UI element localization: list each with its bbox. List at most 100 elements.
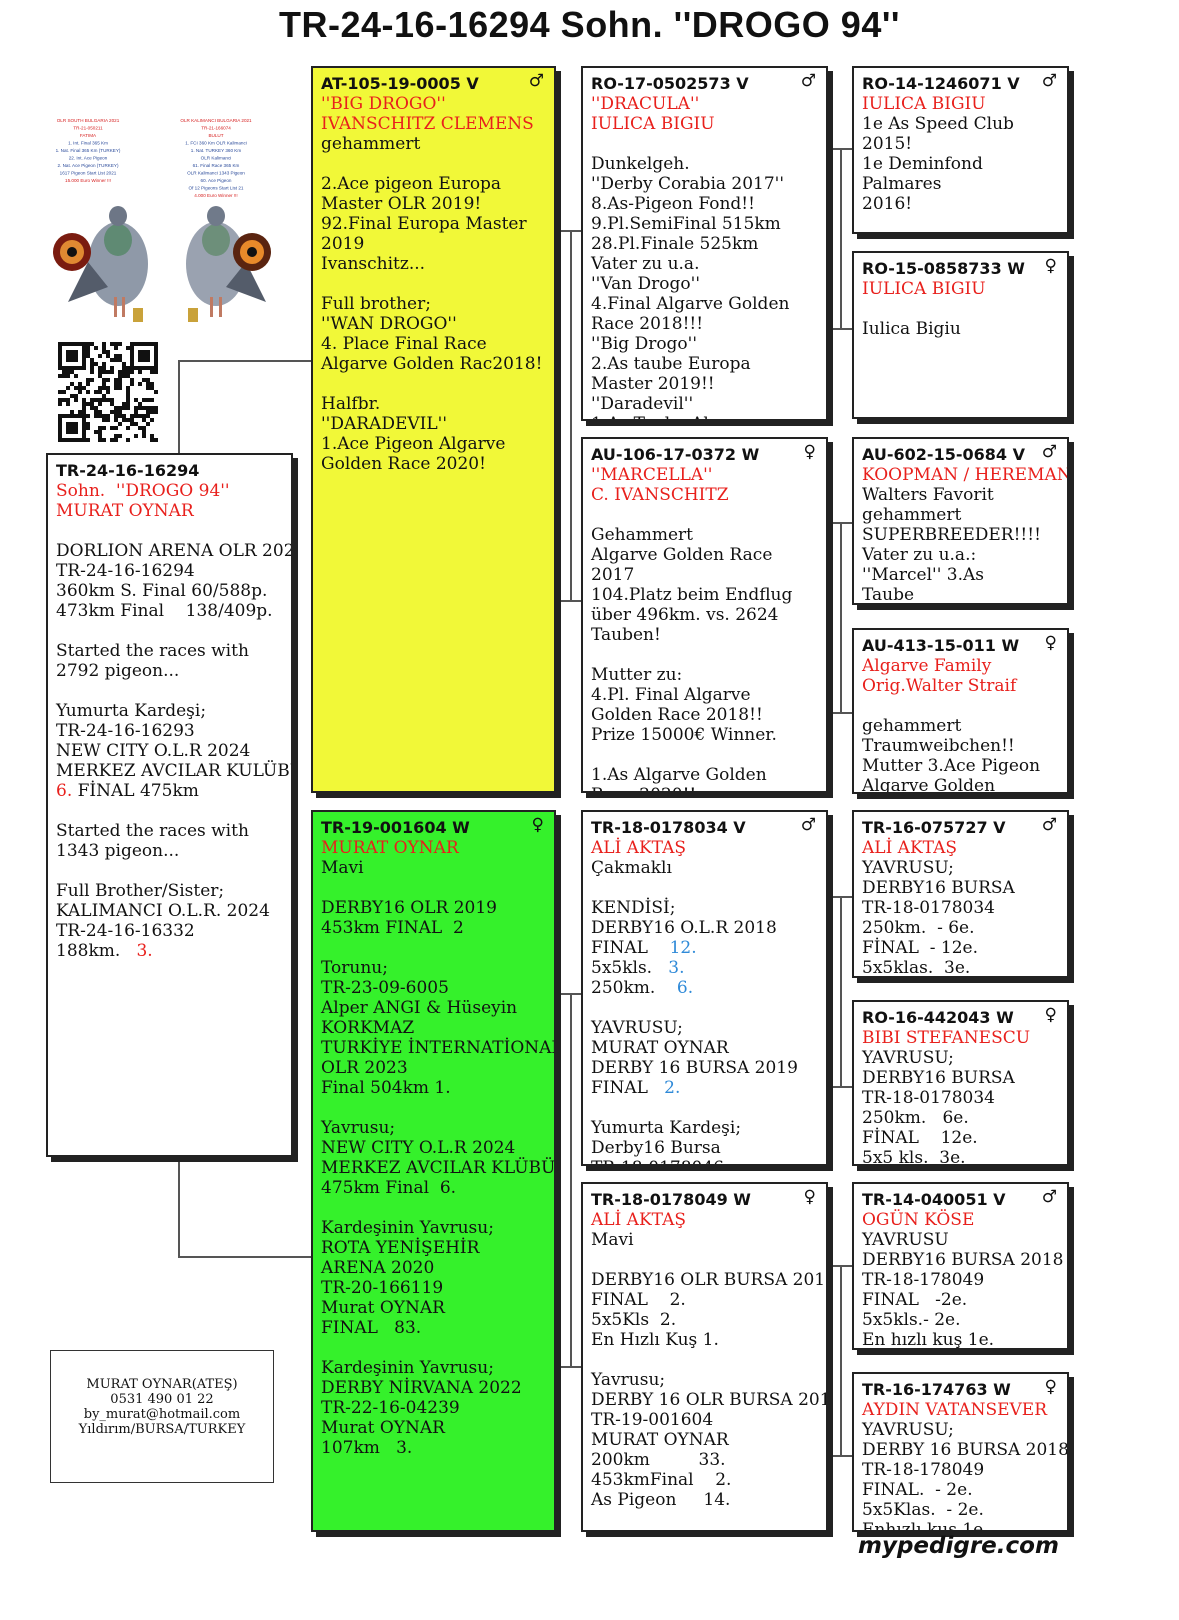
detail-line: 1.As Taube Algarve xyxy=(591,414,818,419)
ring-number: RO-14-1246071 V xyxy=(862,74,1020,93)
detail-line: Derby16 Bursa xyxy=(591,1138,721,1158)
photo-card-line: 61. Final Race 365 Km xyxy=(193,163,240,168)
detail-line xyxy=(321,1098,546,1118)
ring-number: AU-413-15-011 W xyxy=(862,636,1020,655)
detail-line xyxy=(591,1250,818,1270)
breeder-name: MURAT OYNAR xyxy=(56,501,194,521)
detail-line: Enhızlı kuş 1e. xyxy=(862,1520,989,1532)
breeder-name: IVANSCHITZ CLEMENS xyxy=(321,114,534,134)
detail-line: Gehammert xyxy=(591,525,693,545)
detail-line: Alper ANGI & Hüseyin xyxy=(321,998,518,1018)
sire-dam-box: AU-106-17-0372 W♀''MARCELLA''C. IVANSCHI… xyxy=(581,437,828,793)
detail-line: Algarve Golden Rac2018! xyxy=(321,354,543,374)
detail-line: DERBY 16 OLR BURSA 2019 xyxy=(591,1390,828,1410)
detail-line: NEW CITY O.L.R 2024 xyxy=(56,741,251,761)
detail-line: DERBY 16 BURSA 2019 xyxy=(591,1058,798,1078)
male-sex-icon: ♂ xyxy=(800,71,816,91)
detail-line: Palmares xyxy=(862,174,942,194)
contact-phone: 0531 490 01 22 xyxy=(110,1392,214,1407)
detail-line: 250km. 6e. xyxy=(862,1108,969,1128)
detail-line xyxy=(591,505,818,525)
ring-number: TR-24-16-16294 xyxy=(56,461,200,480)
detail-line: Algarve Golden Race xyxy=(591,545,773,565)
detail-line: TR-18-0178034 xyxy=(862,1088,995,1108)
detail-line: 107km 3. xyxy=(321,1438,413,1458)
detail-line: 1.Ace Pigeon Algarve xyxy=(321,434,506,454)
detail-line: 2019 xyxy=(321,234,365,254)
pigeon-name: IULICA BIGIU xyxy=(862,94,986,114)
detail-line: 5x5klas. 3e. xyxy=(862,958,971,978)
contact-email: by_murat@hotmail.com xyxy=(83,1407,241,1422)
detail-line xyxy=(321,374,546,394)
detail-line: 1.As Algarve Golden xyxy=(591,765,767,785)
detail-line: Torunu; xyxy=(321,958,388,978)
male-sex-icon: ♂ xyxy=(1041,1187,1057,1207)
detail-line: Started the races with xyxy=(56,821,249,841)
detail-line: DORLION ARENA OLR 2024 xyxy=(56,541,293,561)
pigeon-name: ''MARCELLA'' xyxy=(591,465,713,485)
detail-line: 28.Pl.Finale 525km xyxy=(591,234,759,254)
detail-line: 475km Final 6. xyxy=(321,1178,457,1198)
detail-line: ROTA YENİŞEHİR xyxy=(321,1238,480,1258)
detail-line: TURKİYE İNTERNATİONAL xyxy=(321,1038,556,1058)
detail-line: gehammert xyxy=(862,716,962,736)
female-sex-icon: ♀ xyxy=(1044,1377,1057,1397)
detail-line: Golden Race 2018!! xyxy=(591,705,763,725)
photo-card-line: TR-21-166074 xyxy=(201,126,231,131)
detail-line: 2016! xyxy=(862,194,913,214)
footer-brand[interactable]: mypedigre.com xyxy=(858,1533,1059,1559)
pigeon-name: Sohn. ''DROGO 94'' xyxy=(56,481,230,501)
detail-line: Murat OYNAR xyxy=(321,1418,445,1438)
pigeon-name: OGÜN KÖSE xyxy=(862,1210,975,1230)
contact-name: MURAT OYNAR(ATEŞ) xyxy=(86,1377,238,1392)
detail-line: 2017 xyxy=(591,565,635,585)
detail-line xyxy=(56,521,283,541)
detail-line: 2792 pigeon... xyxy=(56,661,180,681)
sire-box: AT-105-19-0005 V♂''BIG DROGO''IVANSCHITZ… xyxy=(311,66,556,793)
detail-line: 473km Final 138/409p. xyxy=(56,601,273,621)
detail-line: ''Van Drogo'' xyxy=(591,274,701,294)
detail-line: FINAL 83. xyxy=(321,1318,422,1338)
pigeon-name: ALİ AKTAŞ xyxy=(591,1210,686,1230)
detail-line: DERBY16 OLR BURSA 2018 xyxy=(591,1270,828,1290)
female-sex-icon: ♀ xyxy=(1044,633,1057,653)
detail-line: MURAT OYNAR xyxy=(591,1430,729,1450)
ring-number: TR-14-040051 V xyxy=(862,1190,1006,1209)
pigeon-name: IULICA BIGIU xyxy=(862,279,986,299)
detail-line: MURAT OYNAR xyxy=(591,1038,729,1058)
detail-line: 5x5 kls. 3e. xyxy=(862,1148,966,1166)
detail-line: YAVRUSU; xyxy=(591,1018,683,1038)
female-sex-icon: ♀ xyxy=(803,442,816,462)
breeder-contact: MURAT OYNAR(ATEŞ) 0531 490 01 22 by_mura… xyxy=(50,1350,274,1483)
detail-line: Dunkelgeh. xyxy=(591,154,690,174)
detail-line: 453km FINAL 2 xyxy=(321,918,464,938)
detail-line: ''DARADEVIL'' xyxy=(321,414,447,434)
detail-line: 360km S. Final 60/588p. xyxy=(56,581,268,601)
detail-line: 5x5kls.- 2e. xyxy=(862,1310,961,1330)
pigeon-photo-card: OLR SOUTH BULGARIA 2021TR-21-050211FATIM… xyxy=(48,112,278,332)
detail-line: YAVRUSU xyxy=(862,1230,949,1250)
detail-line: OLR 2023 xyxy=(321,1058,408,1078)
female-sex-icon: ♀ xyxy=(803,1187,816,1207)
photo-card-line: OLR SOUTH BULGARIA 2021 xyxy=(57,118,120,123)
detail-line: FINAL -2e. xyxy=(862,1290,968,1310)
ring-number: AT-105-19-0005 V xyxy=(321,74,479,93)
detail-line: MERKEZ AVCILAR KULÜBÜ xyxy=(56,761,293,781)
photo-card-line: 60. Ace Pigeon xyxy=(201,178,232,183)
detail-line: Halfbr. xyxy=(321,394,381,414)
detail-line: ARENA 2020 xyxy=(321,1258,435,1278)
detail-line: 104.Platz beim Endflug xyxy=(591,585,793,605)
detail-line: ''Daradevil'' xyxy=(591,394,694,414)
detail-line: DERBY16 BURSA xyxy=(862,1068,1015,1088)
detail-line xyxy=(321,1338,546,1358)
female-sex-icon: ♀ xyxy=(1044,256,1057,276)
detail-line: Walters Favorit xyxy=(862,485,994,505)
detail-line: TR-24-16-16332 xyxy=(56,921,195,941)
detail-line: Çakmaklı xyxy=(591,858,672,878)
detail-line: 4.Pl. Final Algarve xyxy=(591,685,751,705)
detail-line: SUPERBREEDER!!!! xyxy=(862,525,1041,545)
detail-line: Final 504km 1. xyxy=(321,1078,451,1098)
